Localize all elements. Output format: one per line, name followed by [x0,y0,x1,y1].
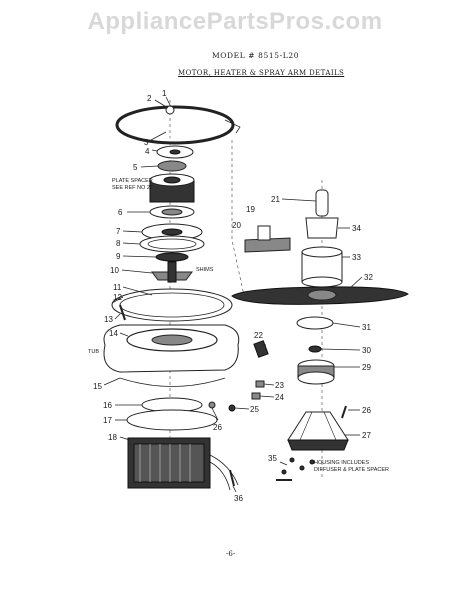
watermark: AppliancePartsPros.com [87,8,383,35]
note-housing: HOUSING INCLUDES [314,460,369,466]
callout-16: 16 [103,401,112,410]
callout-36: 36 [234,494,243,503]
callout-25: 25 [250,405,259,414]
callout-32: 32 [364,273,373,282]
part-35-screws [276,457,315,481]
callout-9: 9 [116,252,121,261]
part-36-screw [229,469,235,487]
diagram-notes: PLATE SPACER SEE REF NO 27 SHIMS TUB HOU… [88,178,389,473]
note-diffuser: DIFFUSER & PLATE SPACER [314,467,389,473]
part-18-motor [127,437,239,491]
diagram-title: MOTOR, HEATER & SPRAY ARM DETAILS [178,69,345,77]
part-27-housing [287,411,349,451]
callout-30: 30 [362,346,371,355]
part-15-clamp [119,377,226,387]
callout-3: 3 [144,138,149,147]
page-number: -6- [226,550,236,558]
callout-8: 8 [116,239,121,248]
callout-17: 17 [103,416,112,425]
callout-20: 20 [232,221,241,230]
part-31-ring [296,316,334,330]
callout-11: 11 [113,283,122,292]
part-29-hub [297,359,335,385]
part-23-nut [255,380,265,388]
callout-24: 24 [275,393,284,402]
part-26-clip [208,401,216,409]
model-number: MODEL # 8515-L20 [212,51,300,60]
callout-4: 4 [145,147,150,156]
callout-21: 21 [271,195,280,204]
callout-6: 6 [118,208,123,217]
part-21-tube [315,189,329,217]
part-13-bolt [119,304,126,321]
callout-35: 35 [268,454,277,463]
note-shims: SHIMS [196,267,214,273]
part-8-gasket [139,235,205,253]
heater-lead-path [231,140,246,301]
part-5-nut [157,160,187,172]
part-14-tub [103,324,240,373]
callout-26-right: 26 [362,406,371,415]
callout-12: 12 [113,293,122,302]
part-33-tower [301,246,343,288]
part-30-seal [308,345,322,353]
callout-2: 2 [147,94,152,103]
note-tub: TUB [88,349,99,355]
part-24-washer [251,392,261,400]
leader-lines [103,96,363,493]
part-17-mount [126,409,218,431]
part-26-screw [341,405,347,419]
part-32-spray-arm [231,286,409,305]
callout-10: 10 [110,266,119,275]
callout-18: 18 [108,433,117,442]
heater-element [115,105,241,145]
note-plate-spacer: PLATE SPACER [112,178,153,184]
callout-15: 15 [93,382,102,391]
callout-22: 22 [254,331,263,340]
callout-5: 5 [133,163,138,172]
part-12-gasket [111,288,233,322]
part-34-cap [305,217,339,239]
callout-1: 1 [162,89,167,98]
callout-33: 33 [352,253,361,262]
callout-7: 7 [116,227,121,236]
callout-27: 27 [362,431,371,440]
callout-31: 31 [362,323,371,332]
part-20-arm-support [244,225,291,253]
callout-26-left: 26 [213,423,222,432]
callout-34: 34 [352,224,361,233]
part-22-clip [253,340,269,358]
part-9-ring [155,252,189,262]
callout-labels: 2 1 3 4 5 6 7 8 9 10 11 12 13 14 15 16 1… [93,89,373,503]
plate-spacer [149,173,195,203]
callout-23: 23 [275,381,284,390]
callout-29: 29 [362,363,371,372]
part-10-impeller [151,261,193,283]
note-see-ref: SEE REF NO 27 [112,185,153,191]
callout-19: 19 [246,205,255,214]
callout-13: 13 [104,315,113,324]
part-25-screw [228,404,236,412]
callout-14: 14 [109,329,118,338]
